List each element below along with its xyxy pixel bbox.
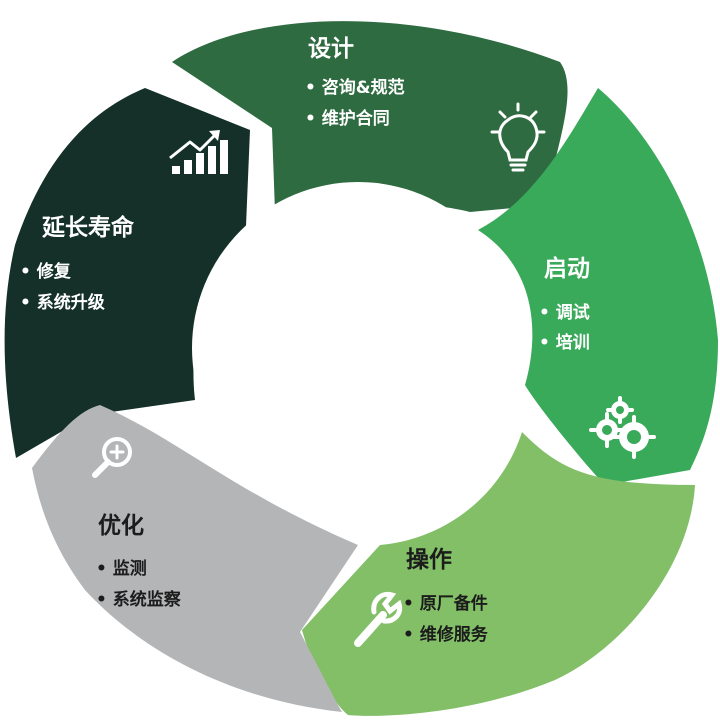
extend-title: 延长寿命 <box>41 214 135 241</box>
startup-bullet-2: • 培训 <box>539 332 590 353</box>
growth-chart-icon <box>169 130 228 174</box>
operation-title: 操作 <box>406 547 452 573</box>
lightbulb-icon <box>490 102 546 172</box>
extend-bullet-2: • 系统升级 <box>20 292 105 313</box>
optimize-bullet-1: • 监测 <box>96 558 147 579</box>
operation-bullet-1: • 原厂备件 <box>403 593 488 614</box>
extend-bullet-1: • 修复 <box>20 261 72 282</box>
optimize-title: 优化 <box>98 512 144 539</box>
design-bullet-1: • 咨询&规范 <box>305 77 405 98</box>
startup-bullet-1: • 调试 <box>539 303 590 323</box>
segment-optimize-shape <box>32 405 358 712</box>
segment-startup-shape <box>478 88 718 485</box>
segment-operation-shape <box>302 432 695 716</box>
startup-title: 启动 <box>544 255 590 282</box>
segment-design-shape <box>172 21 568 213</box>
design-title: 设计 <box>308 36 354 62</box>
gears-icon <box>589 396 656 459</box>
segment-extend-shape <box>4 88 250 458</box>
magnifier-plus-icon <box>92 437 132 478</box>
design-bullet-2: • 维护合同 <box>305 108 390 129</box>
optimize-bullet-2: • 系统监察 <box>96 589 182 610</box>
operation-bullet-2: • 维修服务 <box>403 624 489 645</box>
wrench-icon <box>354 591 403 647</box>
center-hole <box>192 182 524 514</box>
